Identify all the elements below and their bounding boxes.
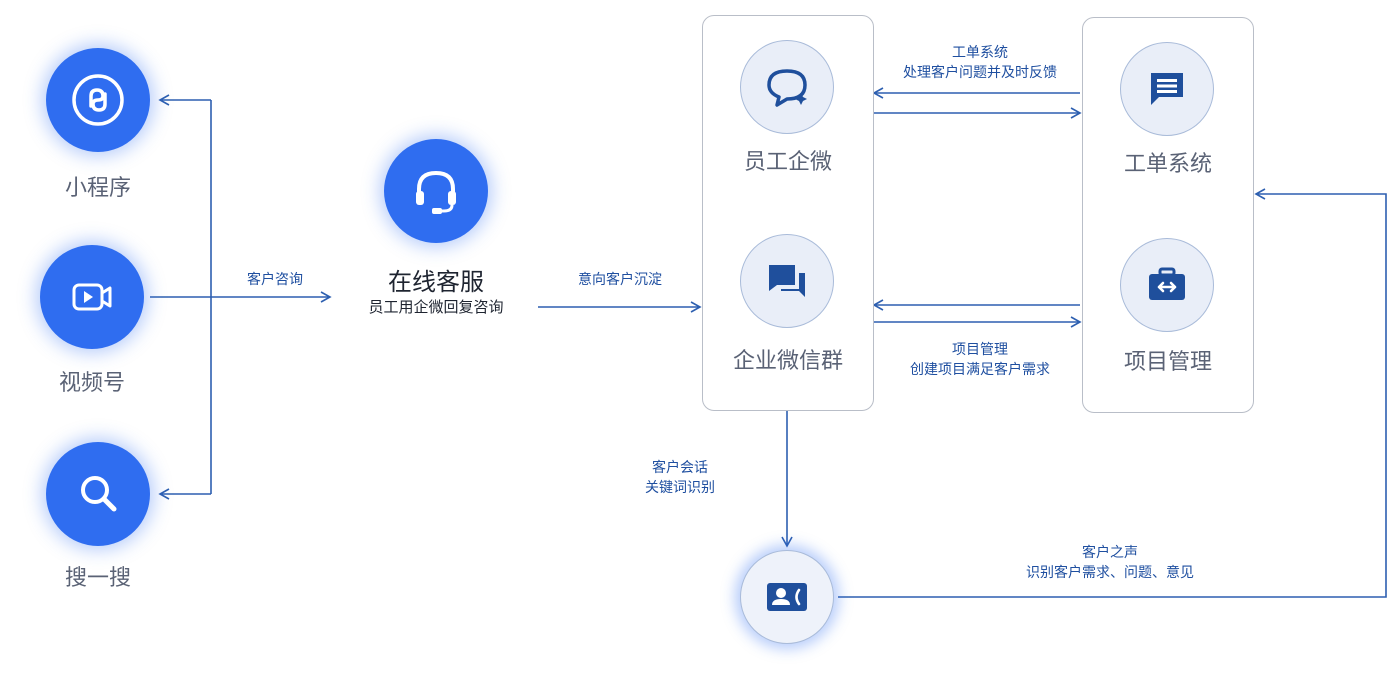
video-channel-icon xyxy=(72,283,112,311)
edge-ticket-line2: 处理客户问题并及时反馈 xyxy=(903,65,1057,81)
edge-session-line2: 关键词识别 xyxy=(645,480,715,496)
chat-bubble-icon xyxy=(767,69,807,107)
group-chat-icon xyxy=(769,265,805,297)
ticket-system-node[interactable] xyxy=(1120,42,1214,136)
video-channel-label: 视频号 xyxy=(58,371,125,396)
ticket-icon xyxy=(1151,73,1183,105)
edge-ticket-label: 工单系统 处理客户问题并及时反馈 xyxy=(880,43,1080,83)
edge-voice-line1: 客户之声 xyxy=(1082,545,1138,561)
arrow-voice xyxy=(838,188,1387,598)
search-icon xyxy=(81,476,117,512)
service-subtitle: 员工用企微回复咨询 xyxy=(368,298,504,316)
edge-consult-label: 客户咨询 xyxy=(247,272,303,288)
edge-leads-label: 意向客户沉淀 xyxy=(578,272,662,288)
headset-icon xyxy=(416,170,456,214)
employee-wecom-node[interactable] xyxy=(740,40,834,134)
edge-project-line2: 创建项目满足客户需求 xyxy=(910,362,1050,378)
video-channel-node[interactable] xyxy=(40,245,144,349)
search-label: 搜一搜 xyxy=(64,566,131,591)
briefcase-icon xyxy=(1149,267,1185,300)
edge-session-label: 客户会话 关键词识别 xyxy=(615,458,745,498)
edge-session-line1: 客户会话 xyxy=(652,460,708,476)
edge-project-line1: 项目管理 xyxy=(952,342,1008,358)
project-management-node[interactable] xyxy=(1120,238,1214,332)
customer-voice-node[interactable] xyxy=(740,550,834,644)
edge-ticket-line1: 工单系统 xyxy=(952,45,1008,61)
ticket-system-label: 工单系统 xyxy=(1123,152,1212,177)
service-node[interactable] xyxy=(384,139,488,243)
project-management-label: 项目管理 xyxy=(1123,350,1212,375)
contact-card-icon xyxy=(767,583,807,611)
employee-wecom-label: 员工企微 xyxy=(743,150,832,175)
edge-project-label: 项目管理 创建项目满足客户需求 xyxy=(880,340,1080,380)
mini-program-label: 小程序 xyxy=(64,176,131,201)
search-node[interactable] xyxy=(46,442,150,546)
mini-program-icon xyxy=(72,74,124,126)
wecom-group-label: 企业微信群 xyxy=(732,349,843,374)
edge-voice-line2: 识别客户需求、问题、意见 xyxy=(1026,565,1194,581)
mini-program-node[interactable] xyxy=(46,48,150,152)
edge-voice-label: 客户之声 识别客户需求、问题、意见 xyxy=(1010,543,1210,583)
wecom-group-node[interactable] xyxy=(740,234,834,328)
service-title: 在线客服 xyxy=(388,268,484,296)
